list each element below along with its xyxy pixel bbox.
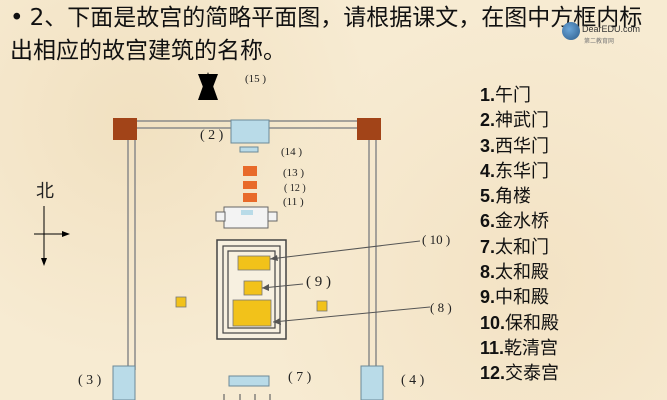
logo-subtitle: 第二教育网 [584, 39, 615, 45]
building-number: 9. [480, 287, 496, 308]
building-name: 保和殿 [505, 312, 560, 334]
building-list-item: 8.太和殿 [480, 260, 559, 285]
building-number: 10. [480, 312, 506, 333]
building-number: 6. [480, 211, 496, 232]
label-9: ( 9 ) [306, 274, 331, 290]
building-name: 西华门 [495, 135, 550, 157]
building-list-item: 11.乾清宫 [480, 336, 559, 361]
hall-8 [232, 299, 272, 327]
building-13 [243, 166, 257, 176]
label-10: ( 10 ) [422, 232, 451, 247]
pointer-8-head [273, 318, 281, 325]
label-8: ( 8 ) [430, 300, 452, 315]
north-triangle-icon [198, 72, 218, 100]
label-7: ( 7 ) [288, 370, 312, 385]
corner-tower-nw [113, 118, 137, 140]
building-list-item: 10.保和殿 [480, 311, 559, 336]
compass-south-arrow-icon [41, 258, 47, 266]
building-list-item: 12.交泰宫 [480, 361, 559, 386]
east-gate [360, 365, 384, 400]
inner-gate-east-wing [267, 211, 278, 222]
pointer-9-head [262, 284, 269, 291]
building-number: 12. [480, 363, 506, 384]
building-name: 太和殿 [495, 262, 550, 284]
label-12: ( 12 ) [284, 183, 306, 194]
corner-tower-ne [357, 118, 381, 140]
logo-globe-icon [562, 22, 580, 40]
compass-north-label: 北 [36, 181, 54, 202]
label-11: (11 ) [283, 196, 304, 208]
building-name: 角楼 [495, 186, 532, 208]
building-12 [243, 181, 257, 189]
building-name: 神武门 [495, 110, 550, 132]
building-list-item: 6.金水桥 [480, 209, 559, 234]
label-2: ( 2 ) [200, 128, 224, 143]
question-body: 2、下面是故宫的简略平面图，请根据课文，在图中方框内标出相应的故宫建筑的名称。 [10, 5, 643, 64]
compass-east-arrow-icon [62, 231, 70, 237]
building-name: 太和门 [495, 236, 550, 258]
building-name: 午门 [495, 85, 532, 106]
building-14 [239, 146, 259, 153]
courtyard-inner [227, 250, 276, 329]
building-number: 11. [480, 337, 505, 358]
building-name: 乾清宫 [504, 337, 559, 359]
building-list-item: 3.西华门 [480, 134, 559, 159]
pointer-10-head [270, 255, 278, 261]
building-number: 5. [480, 186, 496, 207]
bullet: • [10, 5, 24, 31]
inner-gate-opening [241, 210, 253, 215]
west-gate [112, 365, 136, 400]
pointer-10 [269, 240, 421, 260]
building-number: 1. [480, 85, 496, 105]
building-list-item: 2.神武门 [480, 108, 559, 133]
question-text: •2、下面是故宫的简略平面图，请根据课文，在图中方框内标出相应的故宫建筑的名称。 [10, 2, 650, 68]
building-number: 4. [480, 160, 496, 181]
building-number: 7. [480, 236, 496, 257]
east-side-hall [316, 300, 328, 312]
west-side-hall [175, 296, 187, 308]
courtyard-middle [222, 245, 281, 334]
building-name: 金水桥 [495, 211, 550, 233]
label-4: ( 4 ) [401, 373, 425, 388]
label-13: (13 ) [283, 167, 305, 179]
label-14: (14 ) [281, 146, 303, 158]
site-logo: DearEDU.com 第二教育网 [560, 20, 660, 50]
building-number: 2. [480, 110, 496, 131]
building-list-item: 1.午门 [480, 83, 559, 108]
hall-10 [237, 255, 271, 271]
building-list-item: 7.太和门 [480, 235, 559, 260]
building-number: 8. [480, 262, 496, 283]
building-list-item: 5.角楼 [480, 184, 559, 209]
building-list-item: 9.中和殿 [480, 285, 559, 310]
building-11 [243, 193, 257, 202]
north-gate [230, 119, 270, 144]
label-3: ( 3 ) [78, 373, 102, 388]
building-number: 3. [480, 135, 496, 156]
building-name: 中和殿 [495, 287, 550, 309]
logo-brand: DearEDU.com [582, 24, 641, 34]
inner-gate-west-wing [215, 211, 226, 222]
building-name: 东华门 [495, 160, 550, 182]
building-name: 交泰宫 [505, 363, 560, 385]
pointer-8 [272, 306, 431, 323]
building-list-item: 4.东华门 [480, 159, 559, 184]
building-7 [228, 375, 270, 387]
label-15: (15 ) [245, 73, 267, 85]
hall-9 [243, 280, 263, 296]
